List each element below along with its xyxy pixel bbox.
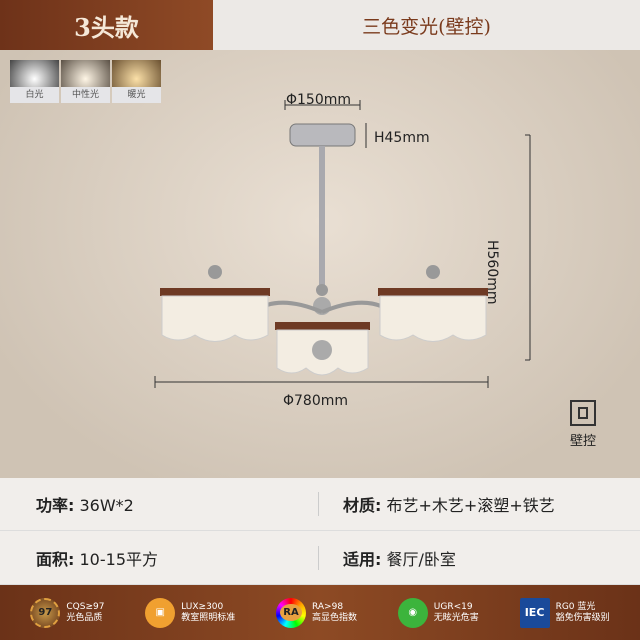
warm-light-swatch — [112, 60, 161, 87]
cqs-icon: 97 — [30, 597, 61, 628]
light-mode-label: 中性光 — [71, 90, 99, 100]
light-mode-white: 白光 — [10, 60, 59, 103]
light-mode-neutral: 中性光 — [61, 60, 110, 103]
product-image-area: 白光 中性光 暖光 Φ150mm H45mm H560mm Φ780mm — [0, 50, 640, 478]
spec-usage: 适用: 餐厅/卧室 — [318, 546, 636, 570]
badge-title: RG0 蓝光 — [555, 601, 596, 612]
light-mode-label: 暖光 — [127, 90, 146, 100]
badge-desc: 教室照明标准 — [181, 612, 236, 623]
light-mode-label: 白光 — [25, 90, 44, 100]
spec-value: 10-15平方 — [79, 550, 159, 569]
iec-icon: IEC — [519, 597, 550, 628]
spec-power: 功率: 36W*2 — [0, 492, 318, 516]
spec-value: 餐厅/卧室 — [386, 550, 456, 569]
ra-icon: RA — [276, 597, 306, 628]
feature-title: 三色变光(壁控) — [213, 0, 640, 50]
spec-table: 功率: 36W*2 材质: 布艺+木艺+滚塑+铁艺 面积: 10-15平方 适用… — [0, 478, 640, 585]
spec-row: 功率: 36W*2 材质: 布艺+木艺+滚塑+铁艺 — [0, 478, 640, 531]
badge-title: RA>98 — [312, 601, 344, 612]
spec-material: 材质: 布艺+木艺+滚塑+铁艺 — [318, 492, 636, 516]
ra-icon-text: RA — [280, 604, 302, 621]
canopy-height: H45mm — [374, 130, 430, 146]
wall-switch: 壁控 — [570, 400, 596, 449]
badge-title: UGR<19 — [433, 601, 473, 612]
wall-switch-icon — [570, 400, 596, 426]
spec-area: 面积: 10-15平方 — [0, 546, 318, 570]
canopy-diameter: Φ150mm — [286, 92, 352, 108]
badge-title: CQS≥97 — [66, 601, 105, 612]
total-height: H560mm — [484, 240, 500, 305]
spec-value: 布艺+木艺+滚塑+铁艺 — [386, 496, 555, 515]
spec-row: 面积: 10-15平方 适用: 餐厅/卧室 — [0, 532, 640, 585]
classroom-icon: ▣ — [145, 597, 176, 628]
spec-label: 适用: — [343, 550, 382, 569]
badge-desc: 高显色指数 — [312, 612, 358, 623]
badge-title: LUX≥300 — [181, 601, 224, 612]
total-width: Φ780mm — [283, 393, 349, 409]
badge-desc: 光色品质 — [66, 612, 103, 623]
spec-value: 36W*2 — [79, 496, 134, 515]
model-title: 3头款 — [0, 0, 213, 50]
spec-label: 材质: — [343, 496, 382, 515]
light-mode-warm: 暖光 — [112, 60, 161, 103]
wall-switch-label: 壁控 — [570, 434, 597, 449]
neutral-light-swatch — [61, 60, 110, 87]
badge-desc: 无眩光危害 — [433, 612, 479, 623]
badge-desc: 豁免伤害级别 — [555, 612, 610, 623]
spec-label: 面积: — [36, 550, 75, 569]
chandelier-illustration — [154, 100, 531, 388]
white-light-swatch — [10, 60, 59, 87]
eye-shield-icon: ◉ — [397, 597, 428, 628]
spec-label: 功率: — [36, 496, 75, 515]
badge-rg0: IEC RG0 蓝光豁免伤害级别 — [519, 597, 610, 628]
